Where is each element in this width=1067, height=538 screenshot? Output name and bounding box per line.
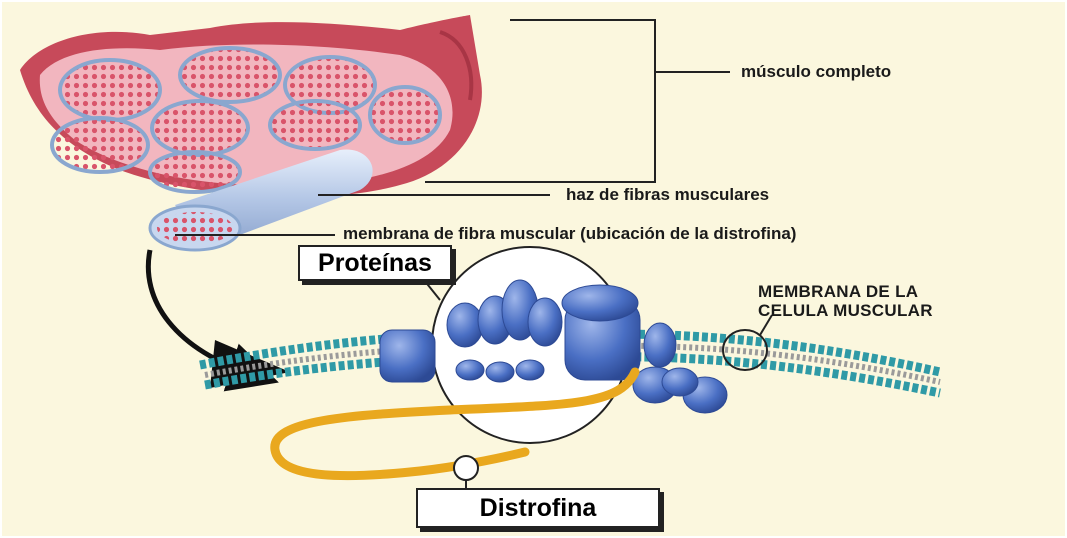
label-whole-muscle: músculo completo (741, 62, 891, 82)
label-fiber-bundle: haz de fibras musculares (566, 185, 769, 205)
label-dystrophin: Distrofina (416, 488, 660, 528)
label-proteins: Proteínas (298, 245, 452, 281)
whole-muscle (20, 15, 482, 197)
label-fiber-membrane: membrana de fibra muscular (ubicación de… (343, 224, 796, 244)
label-cell-membrane: MEMBRANA DE LA CELULA MUSCULAR (758, 282, 933, 320)
